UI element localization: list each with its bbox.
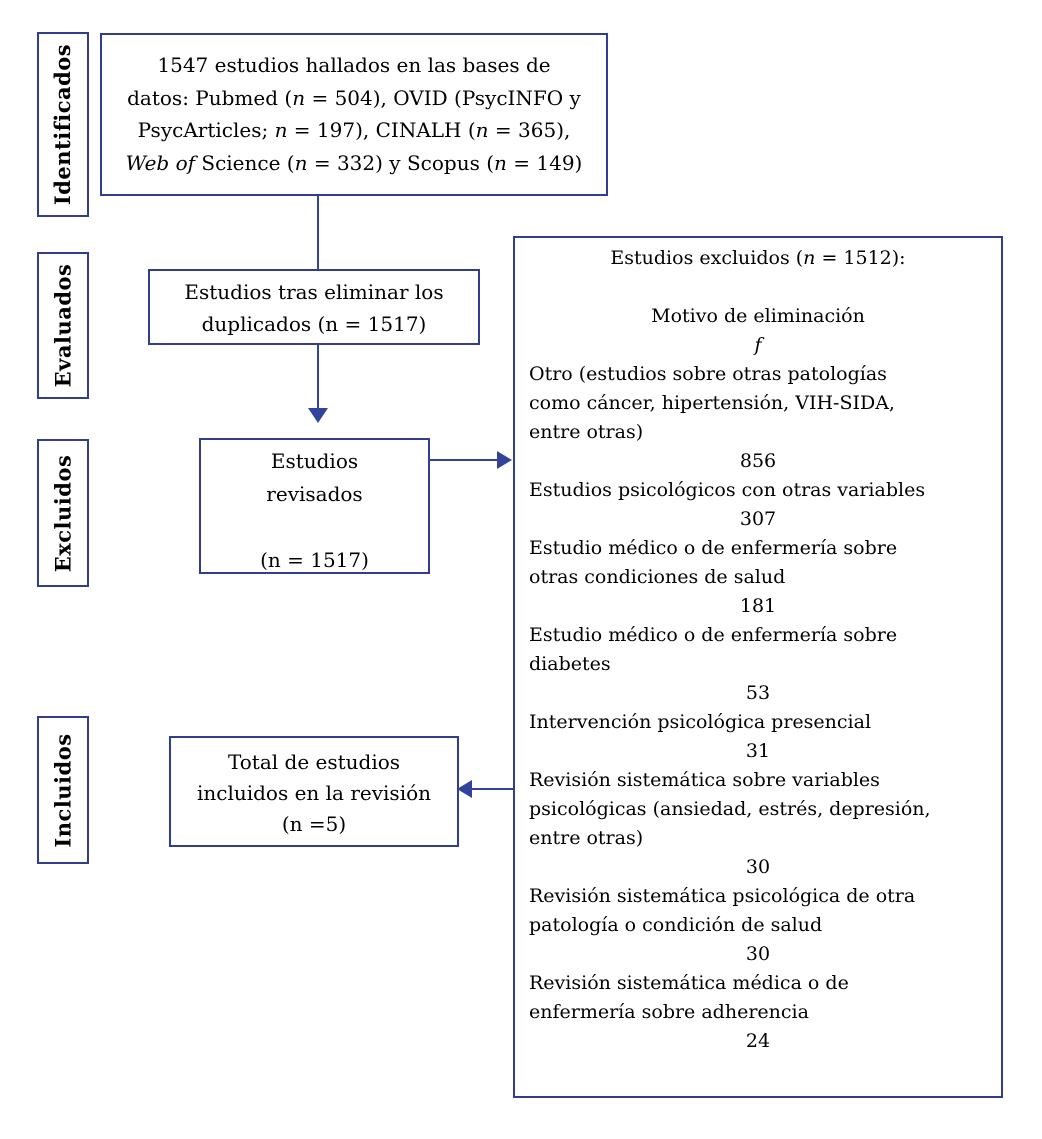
arrowhead-left-icon xyxy=(457,780,472,798)
exclusion-reason-count: 30 xyxy=(745,856,771,878)
text-line: Estudios excluidos (n = 1512): xyxy=(610,247,906,269)
connector-identified-to-deduplicated xyxy=(317,195,319,270)
stage-label-text: Identificados xyxy=(50,43,76,206)
text-line: 1547 estudios hallados en las bases de xyxy=(157,53,551,77)
frequency-symbol: f xyxy=(754,334,762,356)
exclusion-reason-text: patología o condición de salud xyxy=(529,914,823,936)
exclusion-reason-text: otras condiciones de salud xyxy=(529,566,786,588)
stage-label-text: Evaluados xyxy=(50,263,76,388)
stage-label-identificados: Identificados xyxy=(37,32,89,217)
arrowhead-right-icon xyxy=(497,451,512,469)
arrow-reviewed-to-excluded xyxy=(429,459,499,461)
exclusion-reason-text: psicológicas (ansiedad, estrés, depresió… xyxy=(529,798,931,820)
deduplicated-studies-box: Estudios tras eliminar los duplicados (n … xyxy=(148,269,480,345)
exclusion-reason-text: Revisión sistemática psicológica de otra xyxy=(529,885,916,907)
exclusion-reason-text: enfermería sobre adherencia xyxy=(529,1001,809,1023)
exclusion-reason-text: Otro (estudios sobre otras patologías xyxy=(529,363,887,385)
exclusion-reason-text: Estudio médico o de enfermería sobre xyxy=(529,624,898,646)
text-line: PsycArticles; n = 197), CINALH (n = 365)… xyxy=(137,118,571,142)
exclusion-reason-count: 181 xyxy=(739,595,777,617)
included-studies-box: Total de estudios incluidos en la revisió… xyxy=(169,736,459,847)
text-line: Total de estudios xyxy=(227,750,401,774)
exclusion-reasons-list: Otro (estudios sobre otras patologías com… xyxy=(529,360,987,1056)
exclusion-motive-heading: Motivo de eliminación xyxy=(651,305,865,327)
exclusion-reason-text: Estudio médico o de enfermería sobre xyxy=(529,537,898,559)
stage-label-evaluados: Evaluados xyxy=(37,252,89,399)
exclusion-reason-text: Revisión sistemática sobre variables xyxy=(529,769,880,791)
stage-label-excluidos: Excluidos xyxy=(37,439,89,587)
reviewed-studies-box: Estudios revisados (n = 1517) xyxy=(199,438,430,574)
exclusion-reason-count: 31 xyxy=(745,740,771,762)
exclusion-reason-text: como cáncer, hipertensión, VIH-SIDA, xyxy=(529,392,895,414)
stage-label-incluidos: Incluidos xyxy=(37,716,89,864)
excluded-box-title: Estudios excluidos (n = 1512): xyxy=(529,244,987,273)
exclusion-reason-text: Estudios psicológicos con otras variable… xyxy=(529,479,926,501)
exclusion-reason-text: entre otras) xyxy=(529,421,644,443)
exclusion-reason: Estudio médico o de enfermería sobre diab… xyxy=(529,621,987,708)
exclusion-reason-text: Revisión sistemática médica o de xyxy=(529,972,849,994)
exclusion-reason: Otro (estudios sobre otras patologías com… xyxy=(529,360,987,476)
exclusion-reason: Revisión sistemática psicológica de otra… xyxy=(529,882,987,969)
text-line: revisados xyxy=(266,482,363,506)
arrow-excluded-to-included xyxy=(471,788,513,790)
exclusion-reason-count: 856 xyxy=(739,450,777,472)
text-line: (n =5) xyxy=(281,812,347,836)
text-line: Estudios tras eliminar los xyxy=(184,280,444,304)
exclusion-reason: Estudio médico o de enfermería sobre otra… xyxy=(529,534,987,621)
excluded-studies-box: Estudios excluidos (n = 1512): Motivo de… xyxy=(513,236,1003,1098)
text-line: duplicados (n = 1517) xyxy=(201,312,427,336)
exclusion-reason: Intervención psicológica presencial 31 xyxy=(529,708,987,766)
exclusion-reason: Revisión sistemática médica o de enfermer… xyxy=(529,969,987,1056)
text-line: Estudios xyxy=(270,449,359,473)
exclusion-reason: Estudios psicológicos con otras variable… xyxy=(529,476,987,534)
exclusion-reason-count: 307 xyxy=(739,508,777,530)
stage-label-text: Incluidos xyxy=(50,732,76,848)
text-line: (n = 1517) xyxy=(260,548,369,572)
exclusion-reason-count: 53 xyxy=(745,682,771,704)
text-line: Web of Science (n = 332) y Scopus (n = 1… xyxy=(125,150,583,175)
stage-label-text: Excluidos xyxy=(50,454,76,572)
text-line: incluidos en la revisión xyxy=(196,781,432,805)
exclusion-reason-text: diabetes xyxy=(529,653,611,675)
identified-studies-box: 1547 estudios hallados en las bases de da… xyxy=(100,33,608,196)
exclusion-reason: Revisión sistemática sobre variables psic… xyxy=(529,766,987,882)
exclusion-reason-count: 30 xyxy=(745,943,771,965)
arrow-deduplicated-to-reviewed xyxy=(317,344,319,410)
text-line xyxy=(201,511,428,544)
exclusion-reason-count: 24 xyxy=(745,1030,771,1052)
exclusion-reason-text: entre otras) xyxy=(529,827,644,849)
exclusion-reason-text: Intervención psicológica presencial xyxy=(529,711,872,733)
arrowhead-down-icon xyxy=(308,408,328,423)
text-line: datos: Pubmed (n = 504), OVID (PsycINFO … xyxy=(127,85,581,110)
